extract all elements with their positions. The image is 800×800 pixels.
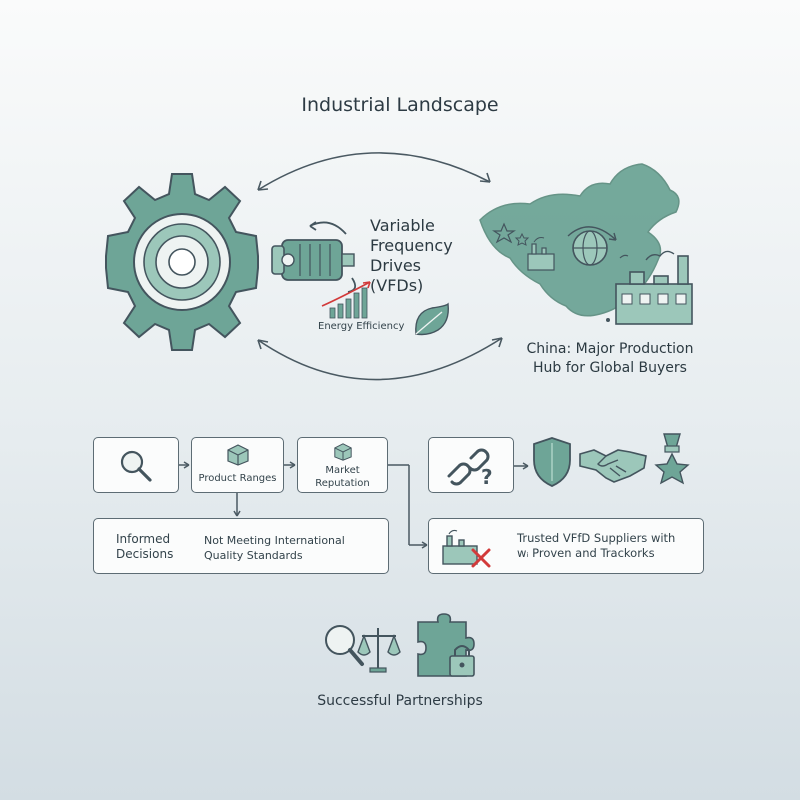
search-step-box: [93, 437, 179, 493]
broken-link-icon: ?: [447, 448, 493, 489]
search-icon: [120, 450, 152, 482]
vfd-motor-icon: [271, 221, 357, 293]
scales-magnifier-icon: [325, 625, 401, 673]
handshake-icon: [579, 449, 647, 483]
energy-efficiency-label: Energy Efficiency: [318, 321, 405, 332]
medal-icon: [654, 433, 690, 485]
gear-icon: [105, 173, 259, 351]
successful-partnerships-label: Successful Partnerships: [317, 693, 483, 709]
vfd-label: Variable Frequency Drives (VFDs): [370, 216, 453, 295]
informed-decisions-label: Informed Decisions: [116, 532, 174, 561]
not-meeting-standards-label: Not Meeting International Quality Standa…: [204, 534, 345, 562]
energy-chart-icon: [321, 281, 371, 319]
factory-rejected-icon: [442, 529, 491, 568]
product-ranges-box: Product Ranges: [191, 437, 284, 493]
informed-decisions-box: Informed Decisions Not Meeting Internati…: [93, 518, 389, 574]
box-icon: [334, 443, 352, 461]
shield-icon: [533, 437, 571, 487]
china-hub-label: China: Major Production Hub for Global B…: [526, 341, 694, 376]
market-reputation-label: Market Reputation: [315, 465, 370, 489]
box-icon: [227, 444, 249, 466]
page-title: Industrial Landscape: [301, 94, 499, 116]
china-map-icon: [479, 163, 693, 325]
product-ranges-label: Product Ranges: [198, 473, 277, 484]
supplier-uncertainty-box: ?: [428, 437, 514, 493]
trusted-suppliers-label: Trusted VFfD Suppliers with wᵢ Proven an…: [517, 531, 676, 560]
leaf-icon: [415, 302, 449, 336]
trusted-suppliers-box: Trusted VFfD Suppliers with wᵢ Proven an…: [428, 518, 704, 574]
puzzle-lock-icon: [417, 613, 475, 677]
market-reputation-box: Market Reputation: [297, 437, 388, 493]
svg-text:?: ?: [481, 465, 493, 489]
